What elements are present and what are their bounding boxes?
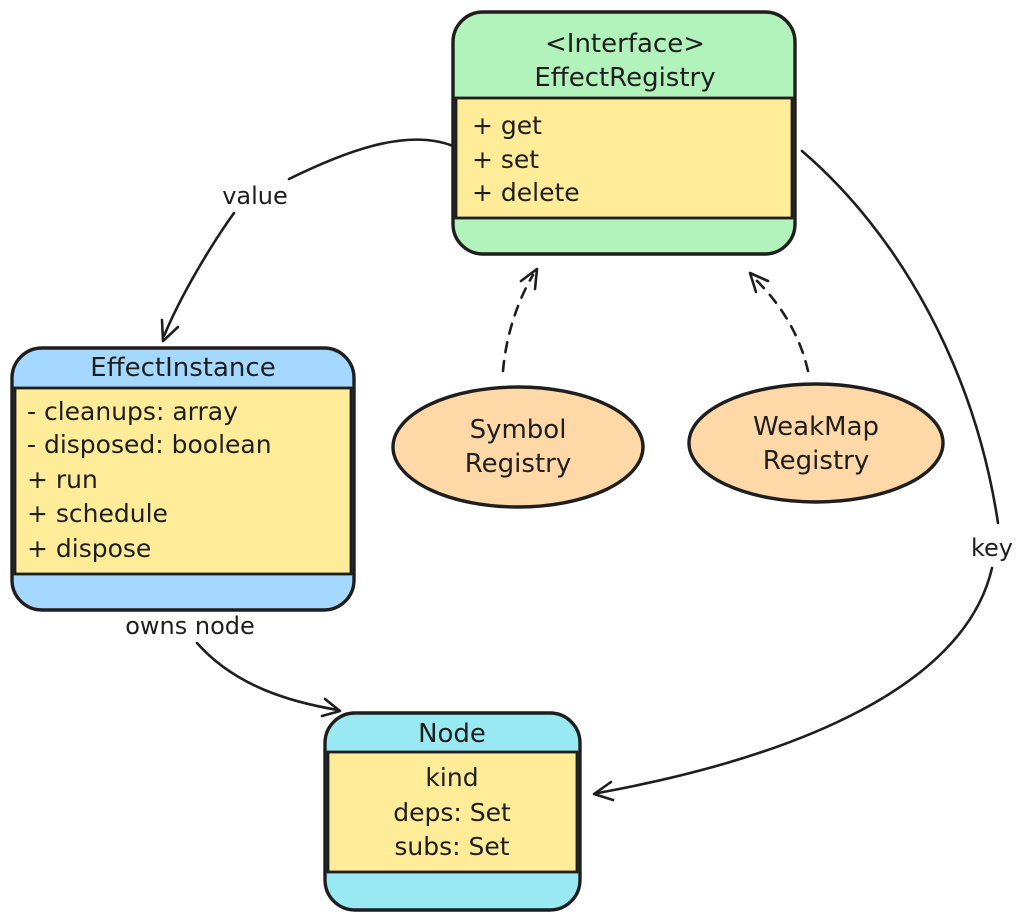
edge-symbol-arrowhead: [519, 267, 539, 291]
interface-stereotype: <Interface>: [545, 29, 705, 59]
effect-instance-member-dispose: + dispose: [27, 534, 151, 563]
edge-value-arrowhead: [160, 318, 180, 343]
weakmap-registry-line2: Registry: [763, 446, 869, 476]
node-member-deps: deps: Set: [393, 798, 511, 827]
edge-symbol-dashed-segment: [501, 273, 535, 373]
symbol-registry-ellipse: Symbol Registry: [391, 385, 645, 509]
edge-key-segment-upper: [800, 149, 1000, 525]
weakmap-registry-shape: [687, 382, 945, 504]
edge-label-value: value: [222, 182, 288, 210]
edge-key-segment-lower: [596, 566, 994, 795]
effect-instance-class-box: EffectInstance - cleanups: array - dispo…: [10, 346, 356, 612]
edge-label-key: key: [971, 534, 1013, 562]
interface-name: EffectRegistry: [534, 63, 715, 93]
symbol-registry-shape: [391, 385, 645, 509]
effect-instance-member-schedule: + schedule: [27, 499, 168, 528]
edge-weakmap-registry-dashed-arrow: [748, 271, 810, 373]
edge-value-segment-lower: [162, 211, 236, 338]
effect-instance-member-disposed: - disposed: boolean: [27, 430, 272, 459]
edge-owns-node-arrowhead: [320, 697, 342, 718]
effect-registry-methods-panel: [454, 96, 794, 220]
effect-registry-interface-box: <Interface> EffectRegistry + get + set +…: [451, 10, 797, 256]
interface-method-delete: + delete: [472, 178, 580, 207]
node-name: Node: [418, 719, 486, 749]
effect-instance-member-run: + run: [27, 465, 98, 494]
node-members-panel: [326, 750, 579, 874]
weakmap-registry-ellipse: WeakMap Registry: [687, 382, 945, 504]
edge-value-arrow: [160, 138, 455, 343]
weakmap-registry-line1: WeakMap: [753, 412, 879, 442]
edge-key-arrow: [592, 149, 1000, 802]
effect-instance-members-panel: [13, 386, 353, 576]
edge-key-arrowhead: [592, 780, 615, 802]
node-class-box: Node kind deps: Set subs: Set: [323, 711, 582, 912]
effect-instance-name: EffectInstance: [90, 353, 275, 383]
symbol-registry-line1: Symbol: [470, 415, 567, 445]
edge-value-segment-upper: [287, 138, 455, 181]
edge-symbol-registry-dashed-arrow: [501, 267, 539, 373]
interface-method-set: + set: [472, 145, 539, 174]
edge-label-owns-node: owns node: [125, 612, 255, 640]
symbol-registry-line2: Registry: [465, 449, 571, 479]
effect-instance-member-cleanups: - cleanups: array: [27, 397, 238, 426]
edge-weakmap-arrowhead: [748, 271, 770, 294]
edge-weakmap-dashed-segment: [753, 277, 810, 373]
edge-owns-node-segment: [195, 641, 340, 712]
node-member-subs: subs: Set: [394, 832, 509, 861]
node-member-kind: kind: [425, 763, 478, 792]
edge-owns-node-arrow: [195, 641, 342, 718]
interface-method-get: + get: [472, 111, 542, 140]
